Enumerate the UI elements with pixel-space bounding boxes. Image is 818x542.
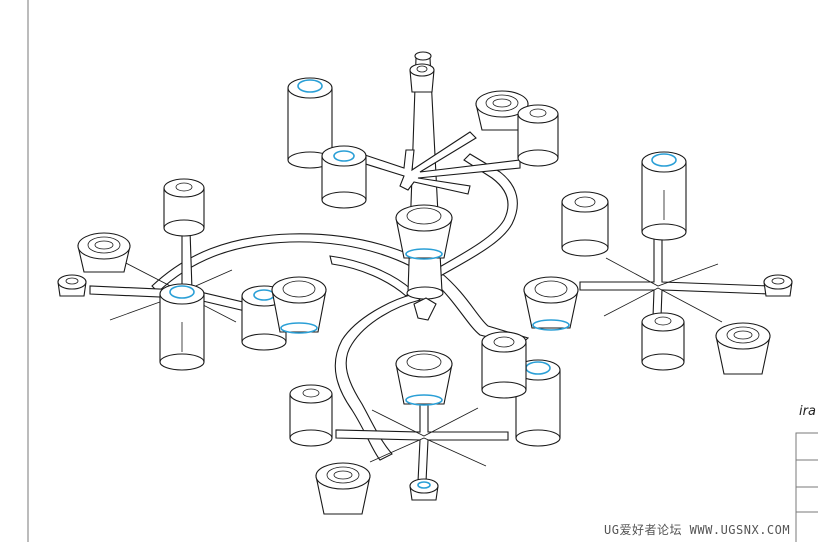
stepped-ring-cavity: [715, 322, 771, 375]
stepped-ring-cavity: [475, 90, 529, 131]
stepped-ring-cavity: [523, 276, 579, 331]
small-bushing-cavity: [641, 312, 685, 371]
small-bushing-cavity: [517, 104, 559, 167]
corner-label: ira: [799, 404, 816, 419]
gate-cap: [409, 478, 439, 501]
stepped-ring-cavity: [395, 350, 453, 406]
gate-cap: [57, 274, 87, 297]
gate-cap: [763, 274, 793, 297]
title-block: [795, 432, 818, 542]
short-cylinder-cavity: [481, 331, 527, 399]
tall-sleeve-cavity: [515, 359, 561, 447]
tall-sleeve-cavity: [287, 77, 333, 169]
small-bushing-cavity: [163, 178, 205, 237]
tall-sleeve-cavity: [159, 283, 205, 371]
forum-watermark: UG爱好者论坛 WWW.UGSNX.COM: [604, 523, 791, 537]
small-bushing-cavity: [289, 384, 333, 447]
tall-sleeve-cavity: [641, 151, 687, 241]
stepped-ring-cavity: [395, 204, 453, 260]
stepped-ring-cavity: [77, 232, 131, 273]
stepped-ring-cavity: [315, 462, 371, 515]
short-cylinder-cavity: [561, 191, 609, 257]
short-cylinder-cavity: [321, 145, 367, 209]
stepped-ring-cavity: [271, 276, 327, 334]
gate-cap: [409, 63, 435, 93]
